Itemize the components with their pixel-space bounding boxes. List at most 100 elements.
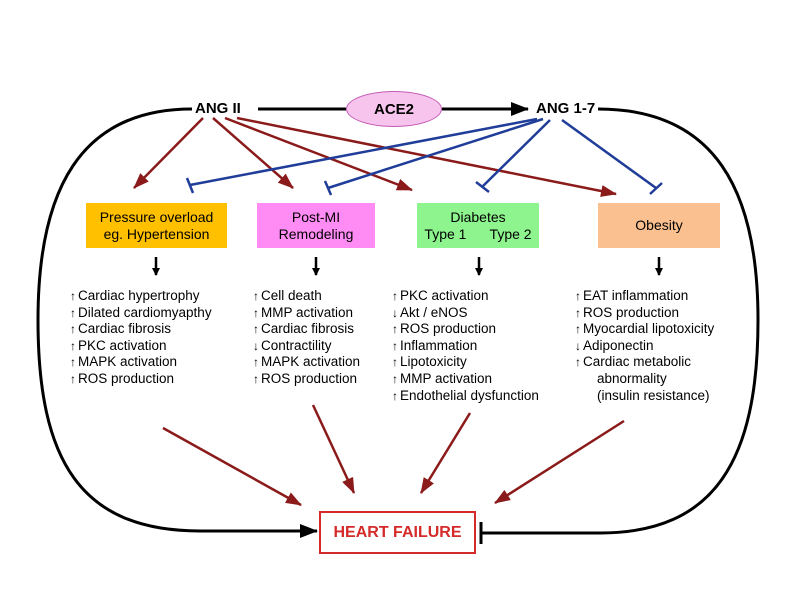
arrow-down-icon: ↓ <box>392 305 398 320</box>
effect-item: ↑ROS production <box>573 305 714 322</box>
arrow-up-icon: ↑ <box>575 355 581 370</box>
effect-item: ↑Lipotoxicity <box>390 354 539 371</box>
obesity-box: Obesity <box>598 203 720 248</box>
effect-item: ↑Cardiac hypertrophy <box>68 288 212 305</box>
effect-item: (insulin resistance) <box>573 388 714 405</box>
arrow-up-icon: ↑ <box>70 371 76 386</box>
effect-text: ROS production <box>583 304 680 320</box>
effect-text: MAPK activation <box>78 354 178 370</box>
arrow-up-icon: ↑ <box>575 322 581 337</box>
arrow-up-icon: ↑ <box>70 322 76 337</box>
effect-text: Lipotoxicity <box>400 354 467 370</box>
effect-item: ↑Inflammation <box>390 338 539 355</box>
effect-item: ↑EAT inflammation <box>573 288 714 305</box>
effect-text: ROS production <box>78 370 175 386</box>
ang2-label: ANG II <box>195 100 241 117</box>
arrow-up-icon: ↑ <box>253 305 259 320</box>
effects1-to-heart-failure-arrow <box>162 426 302 507</box>
effect-item: ↑PKC activation <box>68 338 212 355</box>
effect-item: ↓Adiponectin <box>573 338 714 355</box>
effect-item: ↑ROS production <box>390 321 539 338</box>
effect-item: ↑Myocardial lipotoxicity <box>573 321 714 338</box>
effect-item: ↑ROS production <box>251 371 360 388</box>
effect-text: Inflammation <box>400 337 478 353</box>
ang17-inhibits-diabetes <box>482 119 551 187</box>
effect-text: Contractility <box>261 337 332 353</box>
effect-item: abnormality <box>573 371 714 388</box>
arrow-down-icon: ↓ <box>253 338 259 353</box>
obesity-line1: Obesity <box>635 217 683 233</box>
arrow-up-icon: ↑ <box>253 322 259 337</box>
pressure-overload-line1: Pressure overload <box>99 208 214 225</box>
diabetes-box: Diabetes Type 1 Type 2 <box>417 203 539 248</box>
arrow-up-icon: ↑ <box>253 371 259 386</box>
ang2-to-heart-failure-loop <box>36 107 318 538</box>
ang17-inhibits-pressure-overload <box>189 117 538 187</box>
arrow-up-icon: ↑ <box>70 289 76 303</box>
effect-item: ↓Akt / eNOS <box>390 305 539 322</box>
diabetes-line2: Type 1 Type 2 <box>424 225 532 242</box>
arrow-up-icon: ↑ <box>575 305 581 320</box>
inhibition-bar-diabetes <box>475 181 490 193</box>
effects-list-obesity: ↑EAT inflammation↑ROS production↑Myocard… <box>573 288 714 404</box>
arrow-up-icon: ↑ <box>253 289 259 303</box>
effect-text: abnormality <box>597 370 667 386</box>
ace2-node: ACE2 <box>346 91 442 127</box>
effects2-to-heart-failure-arrow <box>311 404 356 494</box>
heart-failure-label: HEART FAILURE <box>333 523 462 541</box>
effect-item: ↑Cardiac fibrosis <box>68 321 212 338</box>
ang17-label: ANG 1-7 <box>536 100 596 117</box>
effect-item: ↑Cell death <box>251 288 360 305</box>
effect-text: Cardiac hypertrophy <box>78 288 200 303</box>
heart-failure-box: HEART FAILURE <box>319 511 476 554</box>
diabetes-line1: Diabetes <box>450 208 506 225</box>
arrow-up-icon: ↑ <box>392 289 398 303</box>
ang2-to-pressure-overload-arrow <box>133 117 204 189</box>
inhibition-bar-post-mi <box>323 180 333 196</box>
pressure-overload-line2: eg. Hypertension <box>103 225 210 242</box>
arrow-up-icon: ↑ <box>392 371 398 386</box>
ang2-to-post-mi-arrow <box>212 117 294 189</box>
effects-list-diabetes: ↑PKC activation↓Akt / eNOS↑ROS productio… <box>390 288 539 404</box>
effect-item: ↓Contractility <box>251 338 360 355</box>
effect-text: MMP activation <box>400 370 493 386</box>
effect-text: Adiponectin <box>583 337 654 353</box>
effect-text: Cardiac metabolic <box>583 354 692 370</box>
post-mi-box: Post-MI Remodeling <box>257 203 375 248</box>
effects3-to-heart-failure-arrow <box>419 412 472 494</box>
effects4-to-heart-failure-arrow <box>494 419 625 505</box>
effect-text: Cardiac fibrosis <box>261 321 355 337</box>
inhibition-bar-pressure-overload <box>185 177 195 194</box>
arrow-up-icon: ↑ <box>392 355 398 370</box>
effect-item: ↑MMP activation <box>390 371 539 388</box>
effect-text: Cardiac fibrosis <box>78 321 172 337</box>
arrow-up-icon: ↑ <box>392 338 398 353</box>
effect-text: (insulin resistance) <box>597 387 710 403</box>
post-mi-line1: Post-MI <box>291 208 341 225</box>
ang17-to-heart-failure-inhibition-loop <box>480 107 760 535</box>
arrow-down-icon: ↓ <box>575 338 581 353</box>
effects-list-pressure-overload: ↑Cardiac hypertrophy↑Dilated cardiomyapt… <box>68 288 212 388</box>
effects-list-post-mi: ↑Cell death↑MMP activation↑Cardiac fibro… <box>251 288 360 388</box>
arrow-up-icon: ↑ <box>575 289 581 303</box>
effect-item: ↑Dilated cardiomyapthy <box>68 305 212 322</box>
effect-text: MAPK activation <box>261 354 361 370</box>
pressure-overload-box: Pressure overload eg. Hypertension <box>86 203 227 248</box>
ang17-inhibits-obesity <box>561 118 657 190</box>
arrow-up-icon: ↑ <box>70 305 76 320</box>
effect-item: ↑MAPK activation <box>68 354 212 371</box>
arrow-up-icon: ↑ <box>70 355 76 370</box>
effect-item: ↑ROS production <box>68 371 212 388</box>
ace2-label: ACE2 <box>373 100 414 118</box>
effect-text: Endothelial dysfunction <box>400 387 539 403</box>
ang17-inhibits-post-mi <box>327 117 544 190</box>
effect-text: Cell death <box>261 288 322 303</box>
post-mi-line2: Remodeling <box>278 225 354 242</box>
inhibition-bar-obesity <box>649 182 663 195</box>
arrow-up-icon: ↑ <box>392 322 398 337</box>
effect-text: PKC activation <box>400 288 489 303</box>
arrow-up-icon: ↑ <box>392 388 398 403</box>
arrow-up-icon: ↑ <box>70 338 76 353</box>
ang2-to-diabetes-arrow <box>224 116 413 192</box>
